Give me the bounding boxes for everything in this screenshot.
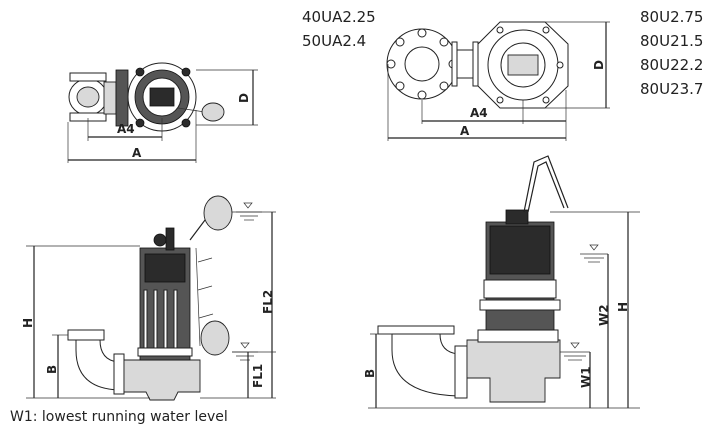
plan-view-small: A4 A D: [67, 62, 258, 163]
model-label: 80U21.5: [640, 32, 704, 50]
side-view-small: H B FL2 FL1: [21, 195, 276, 401]
dim-label-b: B: [45, 365, 59, 374]
dim-label-w2: W2: [597, 304, 611, 326]
model-label: 50UA2.4: [302, 32, 367, 50]
model-list-right: 80U2.75 80U21.5 80U22.2 80U23.7: [640, 10, 703, 97]
dim-label-a4: A4: [470, 106, 488, 120]
dim-label-b: B: [363, 369, 377, 378]
footnote: W1: lowest running water level: [10, 409, 228, 425]
model-label: 80U22.2: [640, 56, 704, 74]
dim-label-fl1: FL1: [251, 364, 265, 388]
side-view-large: B H W2 W1: [363, 155, 640, 409]
dim-label-fl2: FL2: [261, 290, 275, 314]
model-label: 80U2.75: [640, 8, 704, 26]
model-label: 40UA2.25: [302, 8, 376, 26]
dim-label-d: D: [237, 93, 251, 103]
model-label: 80U23.7: [640, 80, 704, 98]
dim-label-a: A: [460, 124, 470, 138]
dim-label-w1: W1: [579, 366, 593, 388]
dim-label-a4: A4: [117, 122, 135, 136]
dim-label-d: D: [592, 60, 606, 70]
plan-view-large: A4 A D: [386, 21, 610, 141]
dim-label-h: H: [21, 318, 35, 328]
dim-label-a: A: [132, 146, 142, 160]
dim-label-h: H: [616, 302, 630, 312]
model-list-left: 40UA2.25 50UA2.4: [302, 10, 376, 49]
